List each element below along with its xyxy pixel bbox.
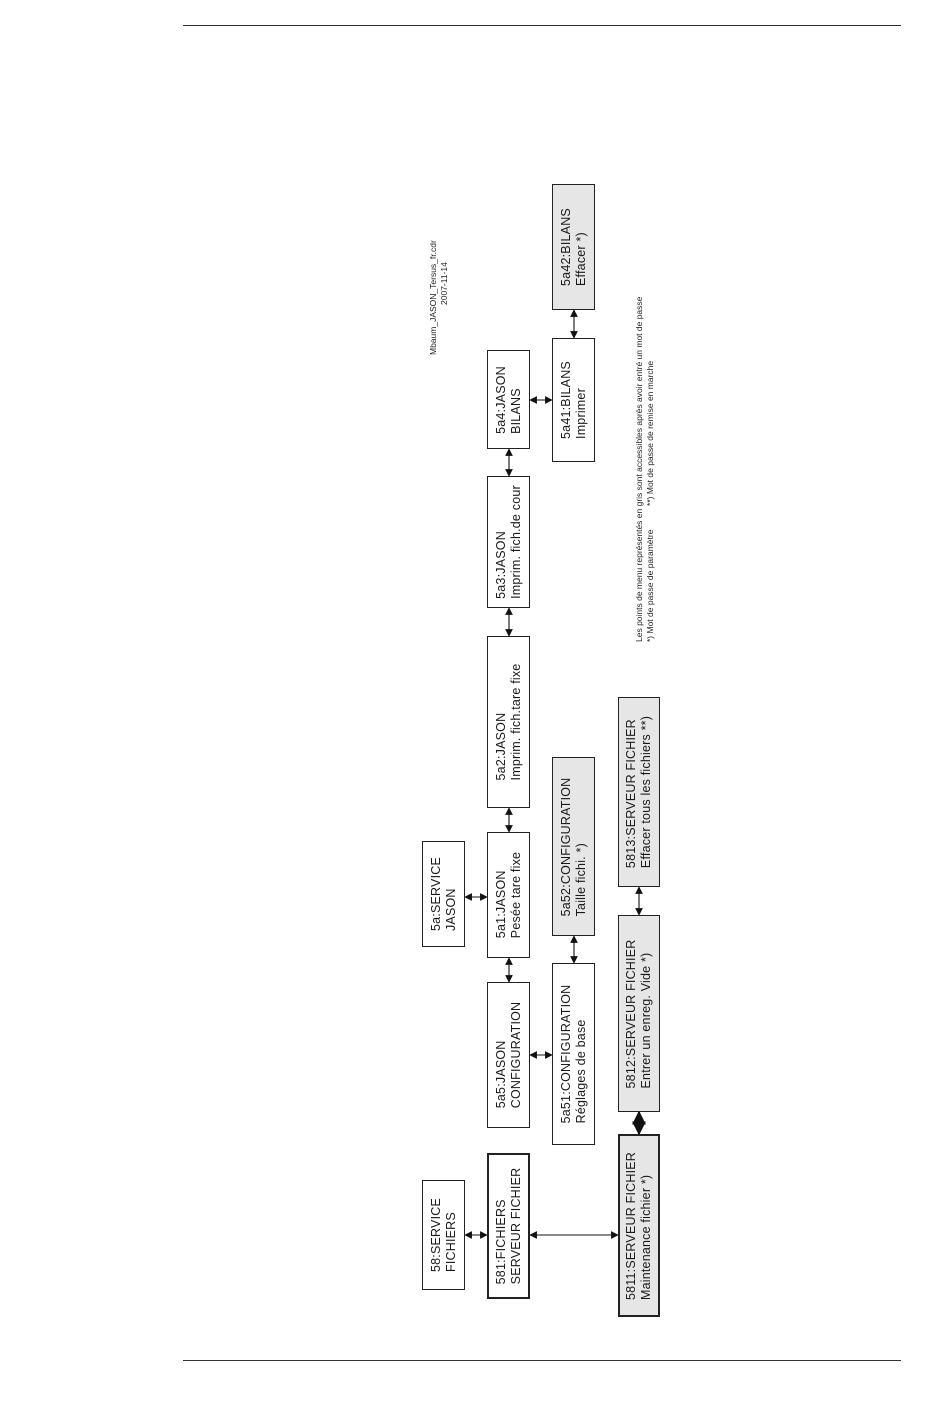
node-label: 5a:SERVICE xyxy=(428,856,443,932)
bottom-rule xyxy=(183,1360,901,1361)
node-sublabel: SERVEUR FICHIER xyxy=(508,1167,523,1285)
node-label: 5a42:BILANS xyxy=(558,208,573,286)
node-label: 5a1:JASON xyxy=(493,870,508,939)
node-sublabel: Taille fichi. *) xyxy=(573,842,588,916)
node-sublabel: JASON xyxy=(443,888,458,932)
node-label: 5a51:CONFIGURATION xyxy=(558,984,573,1124)
node-label: 5a52:CONFIGURATION xyxy=(558,777,573,916)
node-sublabel: Effacer tous les fichiers **) xyxy=(639,715,653,869)
node-label: 58:SERVICE xyxy=(428,1197,443,1273)
node-sublabel: CONFIGURATION xyxy=(508,1001,523,1109)
node-label: 5a4:JASON xyxy=(493,365,508,434)
node-sublabel: Pesée tare fixe xyxy=(508,851,523,939)
node-sublabel: Maintenance fichier *) xyxy=(639,1174,653,1300)
node-label: 5811:SERVEUR FICHIER xyxy=(624,1151,638,1300)
node-sublabel: FICHIERS xyxy=(443,1212,458,1273)
node-label: 5812:SERVEUR FICHIER xyxy=(624,939,638,1088)
node-sublabel: Réglages de base xyxy=(573,1019,588,1124)
node-sublabel: Effacer *) xyxy=(573,232,588,286)
node-sublabel: Imprimer xyxy=(573,388,588,439)
node-label: 5a41:BILANS xyxy=(558,361,573,439)
node-label: 581:FICHIERS xyxy=(493,1199,508,1285)
top-rule xyxy=(183,25,901,26)
node-sublabel: Entrer un enreg. Vide *) xyxy=(639,952,653,1088)
node-label: 5813:SERVEUR FICHIER xyxy=(624,719,638,869)
node-sublabel: Imprim. fich.de cour xyxy=(508,485,523,599)
node-sublabel: BILANS xyxy=(508,387,523,434)
node-label: 5a3:JASON xyxy=(493,531,508,599)
node-label: 5a5:JASON xyxy=(493,1040,508,1109)
node-sublabel: Imprim. fich.tare fixe xyxy=(508,663,523,781)
node-label: 5a2:JASON xyxy=(493,712,508,781)
